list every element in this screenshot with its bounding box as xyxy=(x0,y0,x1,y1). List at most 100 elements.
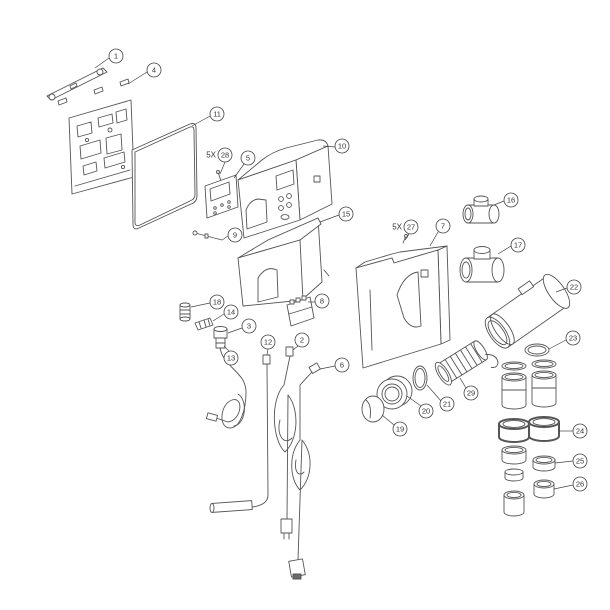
callout-28: 28 xyxy=(217,147,233,163)
part-1-mounting-rail xyxy=(46,67,108,101)
leader-line-21 xyxy=(426,384,442,402)
leader-line-23 xyxy=(548,339,567,350)
part-18-fitting xyxy=(179,302,191,322)
callout-16: 16 xyxy=(503,192,519,208)
callout-19: 19 xyxy=(392,421,408,437)
part-22-cell-body xyxy=(484,273,571,349)
part-15-rear-box xyxy=(237,217,330,307)
callout-number: 15 xyxy=(342,210,350,219)
union-column-left xyxy=(498,361,530,517)
callout-26: 26 xyxy=(572,476,588,492)
callout-number: 22 xyxy=(570,283,578,292)
callout-number: 10 xyxy=(338,142,346,151)
leader-line-12 xyxy=(266,348,269,356)
leader-line-5 xyxy=(233,163,245,179)
housing-button xyxy=(278,196,284,202)
leader-line-10 xyxy=(322,145,336,148)
part-23-o-ring xyxy=(524,343,550,357)
callout-number: 1 xyxy=(114,52,118,61)
leader-line-28 xyxy=(219,161,226,175)
leader-line-19 xyxy=(381,414,395,426)
leader-line-2 xyxy=(292,345,299,351)
leader-line-25 xyxy=(554,460,574,464)
callout-18: 18 xyxy=(209,294,225,310)
leader-lines xyxy=(94,57,574,490)
callout-8: 8 xyxy=(314,293,330,309)
part-17-tee-fitting xyxy=(459,246,505,283)
callout-6: 6 xyxy=(334,357,350,373)
housing-button xyxy=(286,202,292,208)
part-5-display-board xyxy=(204,174,239,219)
part-11-gasket-panel xyxy=(131,123,198,230)
part-14-connector xyxy=(194,317,214,331)
part-24-union-nut xyxy=(528,416,560,442)
callout-2: 2 xyxy=(294,332,310,348)
callout-25: 25 xyxy=(572,453,588,469)
display-window xyxy=(209,181,231,202)
housing-display xyxy=(275,169,295,191)
callout-7: 7 xyxy=(435,218,451,234)
callout-number: 24 xyxy=(576,427,584,436)
callout-number: 8 xyxy=(320,297,324,306)
leader-line-16 xyxy=(493,200,505,206)
callout-number: 4 xyxy=(152,66,156,75)
leader-line-17 xyxy=(497,245,512,255)
leader-line-22 xyxy=(555,287,568,293)
callout-number: 26 xyxy=(576,480,584,489)
callout-5: 5 xyxy=(240,150,256,166)
leader-line-11 xyxy=(191,115,211,127)
callout-4: 4 xyxy=(146,62,162,78)
part-19-cap xyxy=(361,395,385,423)
leader-line-29 xyxy=(459,377,467,389)
leader-line-7 xyxy=(429,231,439,247)
callout-23: 23 xyxy=(565,330,581,346)
callout-17: 17 xyxy=(510,237,526,253)
part-20-lock-nut xyxy=(376,375,413,410)
callout-14: 14 xyxy=(223,304,239,320)
part-12-probe-cable xyxy=(209,354,271,513)
part-29-electrode xyxy=(434,340,499,386)
callout-number: 18 xyxy=(213,298,221,307)
part-13-sensor-cable xyxy=(205,347,247,429)
callout-9: 9 xyxy=(227,227,243,243)
part-21-o-ring xyxy=(412,365,428,391)
housing-button xyxy=(286,193,292,199)
leader-line-27 xyxy=(404,233,410,241)
callout-22: 22 xyxy=(566,279,582,295)
callout-number: 9 xyxy=(233,231,237,240)
quantity-label-28: 5X xyxy=(206,151,216,160)
leader-line-6 xyxy=(319,365,336,370)
leader-line-4 xyxy=(127,71,148,85)
part-4-control-board xyxy=(57,78,135,195)
union-column-right xyxy=(531,359,557,408)
leader-line-13 xyxy=(223,345,230,352)
part-2-power-cable xyxy=(273,346,297,540)
callout-number: 21 xyxy=(443,400,451,409)
part-10-front-housing xyxy=(237,139,333,239)
callout-10: 10 xyxy=(334,138,350,154)
leader-line-15 xyxy=(319,214,340,223)
callout-24: 24 xyxy=(572,423,588,439)
callout-27: 27 xyxy=(403,219,419,235)
callout-number: 14 xyxy=(227,308,235,317)
callout-number: 13 xyxy=(227,354,235,363)
callout-number: 2 xyxy=(300,336,304,345)
leader-line-14 xyxy=(212,313,225,322)
callout-number: 11 xyxy=(213,110,221,119)
callout-number: 12 xyxy=(264,338,272,347)
part-25-ring xyxy=(532,455,556,472)
part-16-tee-fitting xyxy=(462,195,500,224)
callout-13: 13 xyxy=(223,350,239,366)
callout-number: 23 xyxy=(569,334,577,343)
leader-line-1 xyxy=(94,57,110,69)
callout-number: 19 xyxy=(396,425,404,434)
callout-1: 1 xyxy=(108,48,124,64)
part-6-signal-cable xyxy=(288,362,321,580)
callout-number: 3 xyxy=(247,322,251,331)
callout-number: 20 xyxy=(422,407,430,416)
leader-line-3 xyxy=(227,327,243,334)
part-26-tail-piece xyxy=(533,479,555,499)
callout-number: 16 xyxy=(507,196,515,205)
callout-29: 29 xyxy=(463,385,479,401)
